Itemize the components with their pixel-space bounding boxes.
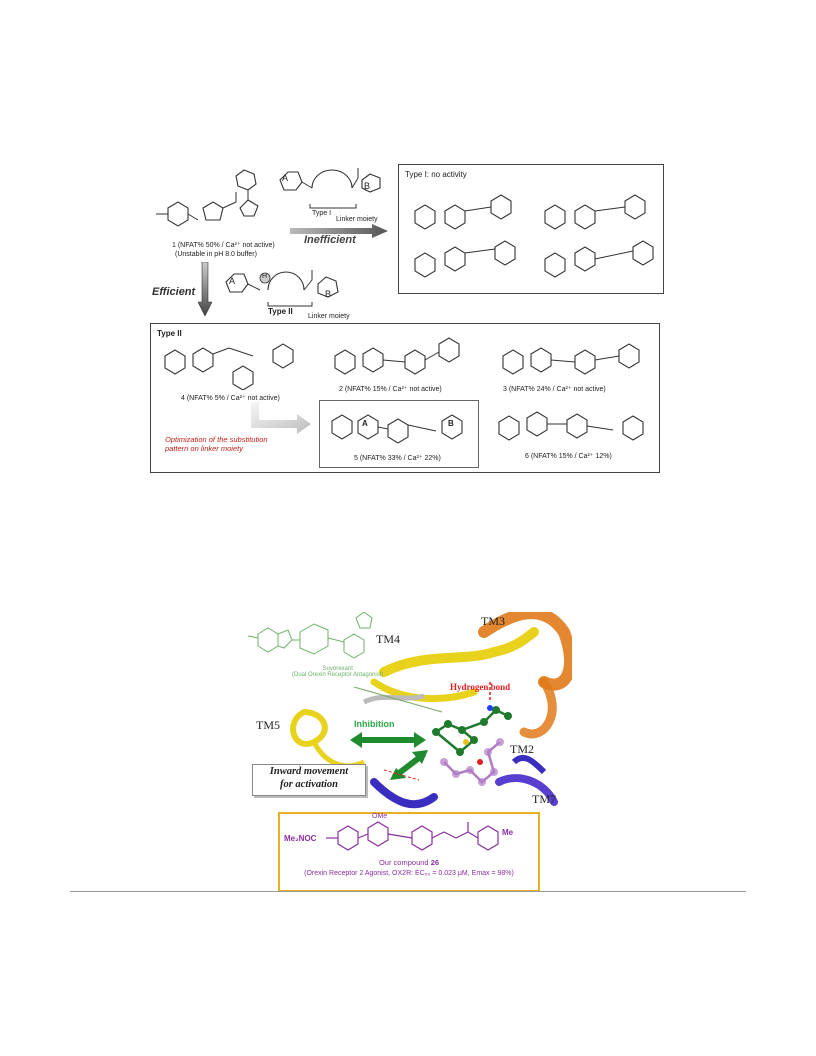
section-divider [70, 891, 746, 892]
suvorexant-description: (Dual Orexin Receptor Antagonist) [292, 672, 384, 678]
label-tm2: TM2 [510, 742, 534, 756]
optimization-note-line-1: Optimization of the substitution [165, 435, 268, 444]
optimization-arrow [251, 402, 311, 434]
receptor-binding-figure: TM4 TM3 TM5 TM2 TM7 Hydrogen bond Inhibi… [244, 612, 572, 812]
compound-2-structure [334, 337, 460, 375]
compound-26-substituent-ome: OMe [372, 813, 388, 820]
compound-26-name-prefix: Our compound [378, 858, 429, 867]
compound-4-structure [164, 343, 294, 390]
type-ii-ring-b: B [325, 289, 332, 299]
type-ii-atom-h: H [262, 273, 268, 280]
suvorexant-structure-area: Suvorexant (Dual Orexin Receptor Antagon… [244, 612, 404, 694]
type-i-compounds [414, 194, 654, 278]
compound-5-ring-b: B [448, 419, 454, 428]
type-ii-box: Type II 4 (NFAT% 5% / Ca²⁺ not active) 2… [150, 323, 660, 473]
type-i-label: Type I [312, 210, 332, 217]
type-ii-label: Type II [268, 307, 293, 316]
inefficient-arrow [290, 224, 388, 238]
optimization-note-line-2: pattern on linker moiety [165, 444, 243, 453]
compound-26-number: 26 [430, 858, 440, 867]
compound-4-caption: 4 (NFAT% 5% / Ca²⁺ not active) [181, 395, 280, 402]
compound-6-structure [498, 411, 644, 441]
inward-movement-callout: Inward movement for activation [252, 764, 366, 796]
lead-compound-structure [156, 169, 259, 227]
type-i-ring-a: A [282, 173, 289, 183]
compound-5-caption: 5 (NFAT% 33% / Ca²⁺ 22%) [354, 455, 441, 462]
inefficient-label: Inefficient [304, 234, 356, 246]
compound-3-caption: 3 (NFAT% 24% / Ca²⁺ not active) [503, 386, 606, 393]
compound-5-structure [331, 414, 463, 444]
compound-6-caption: 6 (NFAT% 15% / Ca²⁺ 12%) [525, 453, 612, 460]
compound-2-caption: 2 (NFAT% 15% / Ca²⁺ not active) [339, 386, 442, 393]
lead-caption-note: (Unstable in pH 8.0 buffer) [175, 251, 257, 258]
lead-caption: 1 (NFAT% 50% / Ca²⁺ not active) [172, 242, 275, 249]
compound-26-name: Our compound 26 [280, 858, 538, 867]
type-i-generic-structure [279, 168, 381, 209]
type-i-ring-b: B [364, 181, 371, 191]
label-tm5: TM5 [256, 718, 280, 732]
type-i-no-activity-box: Type I: no activity [398, 164, 664, 294]
inward-movement-line-2: for activation [279, 779, 339, 790]
label-tm7: TM7 [532, 792, 556, 806]
suvorexant-structure [247, 612, 373, 659]
suvorexant-name: Suvorexant [322, 666, 353, 672]
compound-26-box: Me₂NOC OMe Me Our compound 26 (Orexin Re… [278, 812, 540, 892]
type-ii-linker-label: Linker moiety [308, 313, 350, 320]
type-ii-generic-structure [225, 270, 339, 307]
ligand-purple [440, 738, 504, 786]
compound-5-highlight-box: A B 5 (NFAT% 33% / Ca²⁺ 22%) [319, 400, 479, 468]
efficient-label: Efficient [152, 286, 196, 298]
hydrogen-bond-label: Hydrogen bond [450, 682, 511, 692]
type-ii-ring-a: A [229, 276, 236, 286]
label-tm4: TM4 [376, 632, 400, 646]
compound-5-ring-a: A [362, 419, 368, 428]
type-i-box-title: Type I: no activity [405, 170, 467, 179]
efficient-arrow [198, 262, 212, 316]
inward-movement-line-1: Inward movement [269, 766, 349, 777]
ligand-green [432, 706, 512, 756]
type-ii-box-title: Type II [157, 329, 182, 338]
label-tm3: TM3 [481, 614, 505, 628]
receptor-ribbons [290, 612, 572, 809]
compound-26-substituent-me: Me [502, 828, 514, 837]
type-i-linker-label: Linker moiety [336, 216, 378, 223]
suvorexant-label: Suvorexant (Dual Orexin Receptor Antagon… [292, 666, 383, 678]
compound-26-substituent-left: Me₂NOC [284, 834, 317, 843]
optimization-note: Optimization of the substitution pattern… [165, 435, 268, 453]
compound-26-structure [326, 821, 499, 851]
compound-26-activity: (Orexin Receptor 2 Agonist, OX2R: EC₅₀ =… [304, 870, 514, 877]
inhibition-label: Inhibition [354, 719, 395, 729]
compound-3-structure [502, 343, 640, 375]
